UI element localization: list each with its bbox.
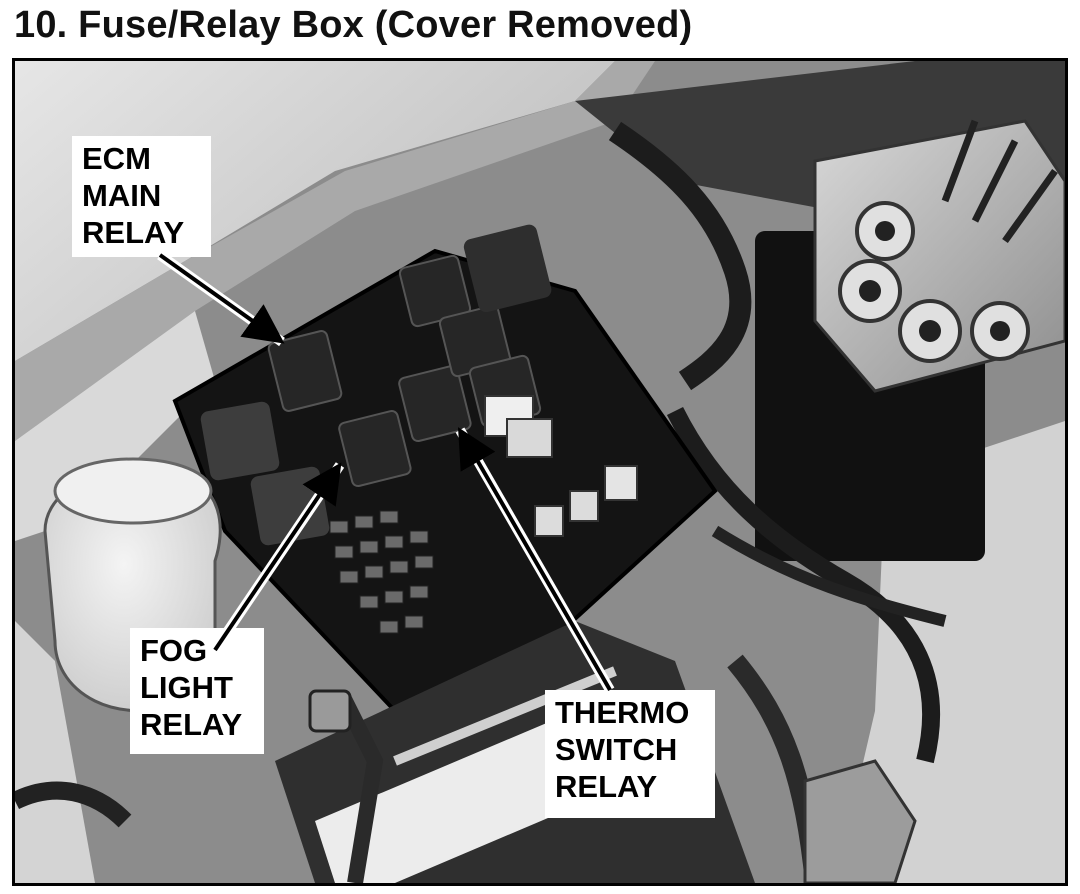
fog-callout-line-3: RELAY [140,707,243,742]
ecm-main-relay-callout: ECM MAIN RELAY [72,136,211,257]
thermo-callout-line-2: SWITCH [555,732,678,767]
ecm-callout-line-3: RELAY [82,215,185,250]
page-title: 10. Fuse/Relay Box (Cover Removed) [14,4,693,46]
fog-callout-line-1: FOG [140,633,208,668]
ecm-callout-line-2: MAIN [82,178,162,213]
thermo-callout-line-1: THERMO [555,695,690,730]
fog-light-relay-callout: FOG LIGHT RELAY [130,628,264,754]
thermo-callout-line-3: RELAY [555,769,658,804]
thermo-switch-relay-callout: THERMO SWITCH RELAY [545,690,715,818]
fog-callout-line-2: LIGHT [140,670,233,705]
ecm-callout-line-1: ECM [82,141,151,176]
